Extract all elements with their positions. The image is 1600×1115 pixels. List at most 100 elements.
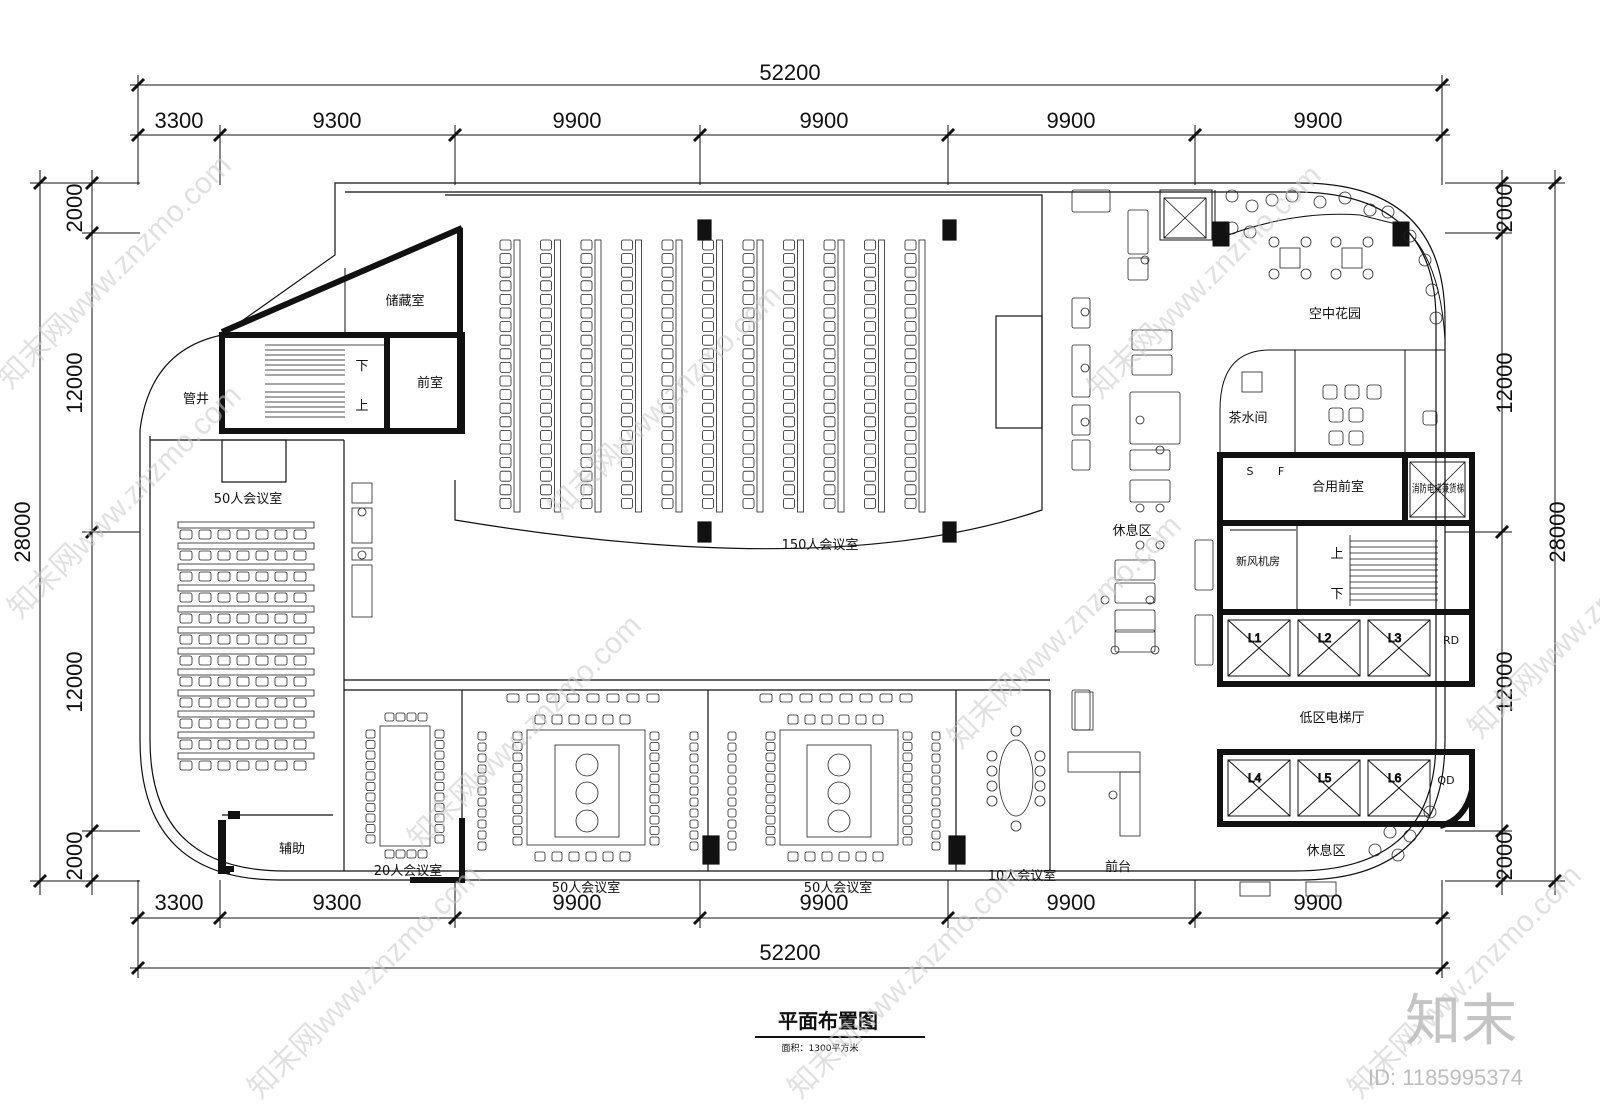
chair (931, 841, 941, 851)
drawing-title: 平面布置图 (778, 1009, 878, 1033)
chair (477, 731, 487, 741)
chair (742, 293, 755, 305)
plant (1381, 205, 1395, 219)
chair (602, 851, 614, 862)
sofa (1131, 329, 1173, 351)
conf50b-seating (727, 693, 941, 862)
chair (838, 851, 850, 862)
chair (551, 851, 563, 862)
chair (765, 742, 776, 751)
chair (823, 402, 836, 414)
lift-car (1297, 759, 1361, 817)
chair (198, 592, 212, 603)
chair (434, 761, 445, 770)
chair (499, 280, 512, 292)
chair (855, 714, 867, 725)
chair (580, 402, 593, 414)
chair (661, 348, 674, 360)
chair (823, 361, 836, 373)
chair (217, 529, 231, 540)
chair (540, 497, 552, 509)
chair (365, 792, 376, 802)
chair (783, 497, 795, 509)
plant (1403, 829, 1417, 843)
plant (1313, 195, 1327, 209)
chair (931, 786, 941, 796)
chair (621, 307, 633, 319)
chair (649, 815, 660, 825)
chair (783, 266, 795, 278)
chair (255, 550, 269, 561)
fire-lift-label: 消防电梯兼货梯 (1412, 481, 1464, 495)
chair (649, 752, 660, 762)
chair (365, 750, 376, 760)
chair (783, 443, 795, 455)
chair (661, 239, 674, 251)
chair (512, 794, 523, 804)
bottom-dim-2: 9300 (313, 890, 362, 915)
chair (689, 753, 699, 763)
chair (727, 775, 737, 785)
chair (540, 321, 552, 333)
plant (1425, 283, 1439, 297)
chair (434, 792, 445, 802)
chair (217, 676, 231, 687)
chair (823, 253, 836, 265)
chair (274, 739, 288, 750)
chair (902, 784, 913, 793)
chair (293, 550, 307, 561)
chair (804, 851, 816, 862)
chair (621, 334, 633, 346)
chair (765, 773, 776, 783)
chair (864, 402, 876, 414)
chair (702, 348, 714, 360)
left-dim-2: 12000 (62, 352, 87, 413)
sofa (1071, 689, 1091, 731)
chair (434, 750, 445, 760)
chair (477, 808, 487, 818)
chair (702, 497, 714, 509)
chair (179, 760, 193, 771)
chair (621, 429, 633, 441)
chair (626, 693, 640, 703)
chair (621, 266, 633, 278)
chair (540, 470, 552, 482)
chair (540, 375, 552, 387)
chair (198, 529, 212, 540)
chair (499, 416, 512, 428)
chair (727, 841, 737, 851)
chair (742, 334, 755, 346)
chair (585, 851, 597, 862)
sofa (1071, 439, 1091, 471)
chair (540, 334, 552, 346)
chair (1034, 750, 1046, 762)
chair (839, 693, 853, 703)
chair (274, 718, 288, 729)
chair (217, 550, 231, 561)
chair (765, 815, 776, 825)
garden-table (1341, 247, 1363, 269)
chair (779, 693, 793, 703)
chair (864, 470, 876, 482)
chair (904, 402, 917, 414)
stair-up-right: 上 (1330, 547, 1343, 562)
chair (864, 348, 876, 360)
chair (864, 361, 876, 373)
chair (689, 742, 699, 752)
chair (179, 676, 193, 687)
chair (217, 613, 231, 624)
chair (855, 851, 867, 862)
chair (821, 851, 833, 862)
chair (621, 457, 633, 469)
chair (255, 655, 269, 666)
desk-row (177, 710, 315, 718)
chair (477, 764, 487, 774)
sanitary-fixture (1348, 430, 1364, 446)
chair (689, 808, 699, 818)
chair (499, 429, 512, 441)
chair (783, 307, 795, 319)
chair (902, 742, 913, 751)
desk-row (177, 731, 315, 739)
desk-strip (716, 239, 723, 513)
conf10-seating (986, 725, 1046, 832)
